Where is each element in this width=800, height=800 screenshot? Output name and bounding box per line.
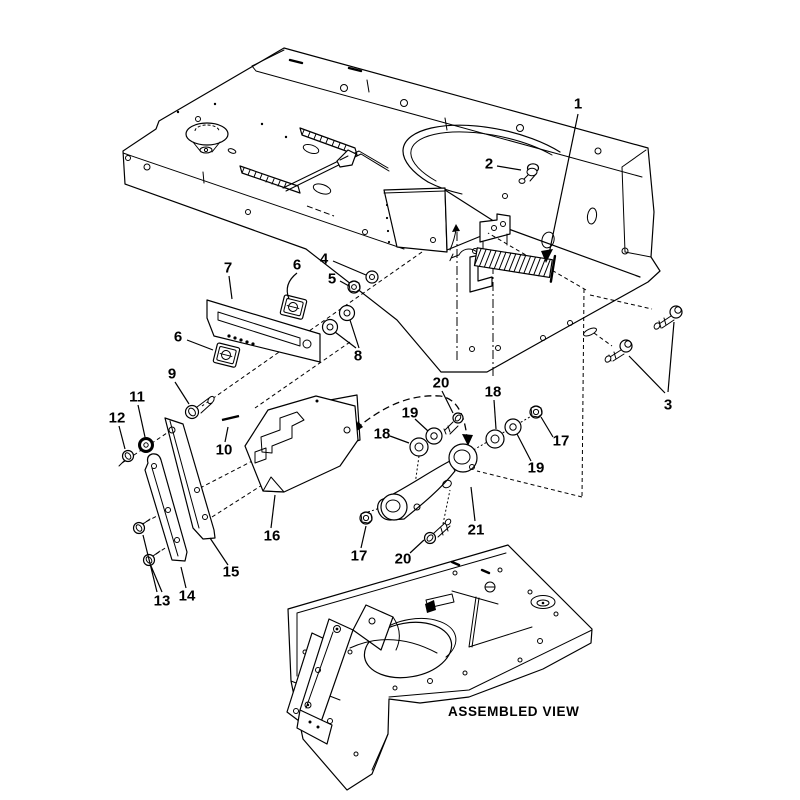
callout-9: 9 [168, 366, 176, 383]
part-bolt-20a [443, 412, 464, 435]
part-lever-16 [244, 395, 359, 493]
callout-19a: 19 [402, 405, 419, 422]
callout-21: 21 [468, 522, 485, 539]
callout-10: 10 [216, 442, 233, 459]
part-nut-17a [529, 405, 543, 419]
part-link-21 [377, 443, 478, 521]
part-washer-18a [485, 429, 505, 449]
callout-5: 5 [328, 271, 336, 288]
part-nut-17b [359, 511, 373, 525]
callout-12: 12 [109, 410, 126, 427]
part-bolt-12 [118, 449, 135, 467]
callout-4: 4 [320, 251, 329, 268]
part-washer-11 [138, 437, 154, 453]
part-washer-19b [504, 418, 522, 436]
callout-11: 11 [129, 389, 145, 406]
part-bolt-20b [423, 518, 452, 545]
callout-1: 1 [574, 96, 582, 113]
assembled-view-label: ASSEMBLED VIEW [448, 704, 579, 719]
exploded-parts [118, 163, 683, 567]
callout-8: 8 [354, 348, 362, 365]
part-plate-15 [164, 417, 216, 540]
part-plate-14 [144, 453, 188, 562]
callout-18a: 18 [485, 384, 502, 401]
part-washer-19a [425, 427, 443, 445]
leader-lines [118, 113, 675, 593]
callout-6b: 6 [174, 329, 182, 346]
part-nut-5 [347, 280, 361, 294]
callout-13: 13 [154, 593, 171, 610]
callout-18b: 18 [374, 426, 391, 443]
callout-14: 14 [179, 588, 196, 605]
part-washer-18b [409, 437, 429, 457]
assembled-view-drawing [286, 544, 593, 791]
callout-2: 2 [485, 156, 493, 173]
deck-top-drawing [122, 47, 661, 448]
callout-20a: 20 [433, 375, 450, 392]
callout-19b: 19 [528, 460, 545, 477]
part-spring [449, 247, 557, 283]
part-washers-8 [321, 304, 356, 336]
callout-6a: 6 [293, 257, 301, 274]
part-plate-7 [206, 299, 321, 363]
part-clip-6a [279, 294, 308, 320]
callout-7: 7 [224, 260, 232, 277]
part-washer-4 [365, 270, 379, 284]
part-bolts-13 [132, 518, 161, 567]
callout-3: 3 [664, 397, 672, 414]
callout-17a: 17 [553, 433, 570, 450]
callout-17b: 17 [351, 548, 368, 565]
part-bolt-2 [518, 163, 540, 184]
part-bolts-3 [604, 305, 683, 363]
part-bolt-9 [184, 395, 215, 420]
part-pin-10 [221, 414, 240, 422]
callout-16: 16 [264, 528, 281, 545]
callout-15: 15 [223, 564, 240, 581]
part-clip-6b [212, 342, 241, 368]
callout-20b: 20 [395, 551, 412, 568]
